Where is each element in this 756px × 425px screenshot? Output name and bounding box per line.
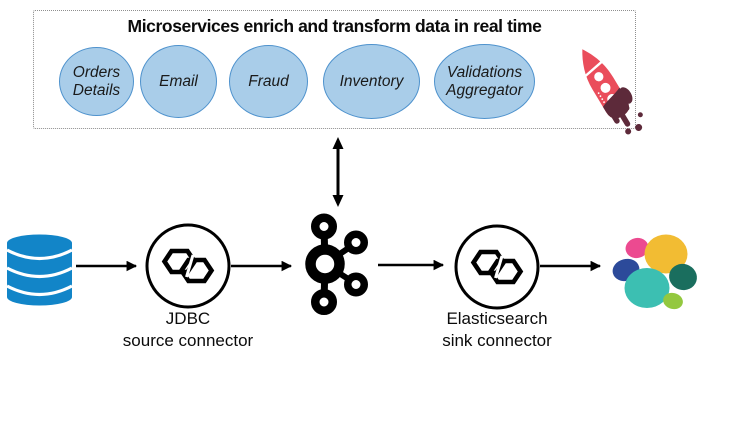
bubble-label: Fraud	[248, 72, 289, 90]
elasticsearch-cluster-logo-icon	[612, 234, 697, 310]
microservices-box: Microservices enrich and transform data …	[33, 10, 636, 129]
jdbc-source-connector-label: JDBC source connector	[122, 309, 254, 350]
kafka-connect-hexagons-icon	[470, 249, 524, 285]
rocket-drips	[602, 87, 643, 135]
rocket-icon	[582, 49, 643, 135]
kafka-connect-hexagons-icon	[161, 248, 215, 284]
database-cylinder-icon	[6, 234, 73, 306]
elasticsearch-sink-connector-node	[454, 224, 540, 310]
microservice-bubble-validations-aggregator: Validations Aggregator	[434, 44, 535, 119]
kafka-logo-icon	[305, 213, 368, 315]
elasticsearch-sink-connector-label: Elasticsearch sink connector	[442, 309, 552, 350]
bubble-label: Inventory	[339, 72, 404, 90]
microservice-bubble-fraud: Fraud	[229, 45, 308, 118]
microservices-box-title: Microservices enrich and transform data …	[127, 16, 542, 36]
rocket-side-marks	[597, 92, 605, 104]
bubble-label: Email	[159, 72, 198, 90]
microservice-bubble-orders-details: Orders Details	[59, 47, 134, 116]
bubble-label: Validations Aggregator	[446, 64, 523, 99]
bubble-label: Orders Details	[72, 64, 121, 99]
jdbc-source-connector-node	[145, 223, 231, 309]
microservice-bubble-email: Email	[140, 45, 217, 118]
arrow-kafka-to-microservices	[332, 137, 344, 207]
microservice-bubble-inventory: Inventory	[323, 44, 420, 119]
